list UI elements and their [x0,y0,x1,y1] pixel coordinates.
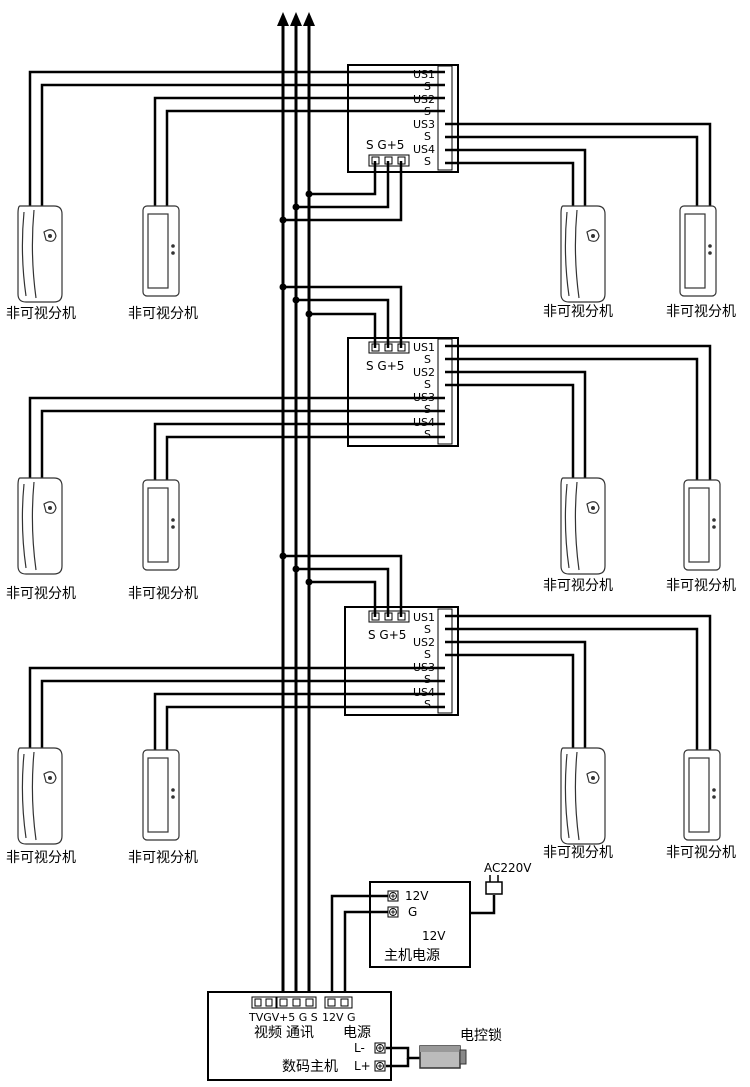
bus-label: S G+5 [366,359,404,373]
handset-icon [560,477,606,575]
svg-text:S: S [424,403,431,416]
handset-label: 非可视分机 [666,578,736,594]
handset-label: 非可视分机 [6,306,76,322]
lock-icon [419,1045,467,1069]
svg-text:S: S [424,428,431,441]
svg-text:US4: US4 [413,416,435,429]
svg-text:S: S [424,378,431,391]
power-supply-title: 12V [422,929,446,943]
arrow-up-icon [303,12,315,26]
svg-text:S: S [424,353,431,366]
handset-label: 非可视分机 [666,304,736,320]
bus-label: S G+5 [366,138,404,152]
handset-icon [17,477,63,575]
distributor-3: US1 S US2 S US3 S US4 S S G+5 [344,606,459,716]
svg-text:US2: US2 [413,93,435,106]
arrow-up-icon [290,12,302,26]
handset-icon [142,479,180,571]
svg-text:S: S [424,648,431,661]
trunk-bus [277,12,315,998]
handset-icon [17,205,63,303]
plug-icon [485,881,503,895]
svg-text:US4: US4 [413,686,435,699]
bus-label: S G+5 [368,628,406,642]
svg-text:G: G [408,905,417,919]
handset-icon [142,749,180,841]
ac-label: AC220V [484,861,532,875]
handset-label: 非可视分机 [543,845,613,861]
handset-icon [560,747,606,845]
distributor-1: US1 S US2 S US3 S US4 S S G+5 [347,64,459,173]
handset-icon [560,205,606,303]
svg-text:US4: US4 [413,143,435,156]
digital-host: TVGV +5 G S 12V G 视频 通讯 电源 L- L+ 数码主机 [207,991,392,1081]
svg-text:S: S [424,698,431,711]
svg-text:S: S [424,155,431,168]
arrow-up-icon [277,12,289,26]
svg-text:S: S [424,130,431,143]
lock-terminal: L- [354,1041,365,1055]
svg-text:US1: US1 [413,341,435,354]
handset-label: 非可视分机 [128,306,198,322]
svg-text:12V: 12V [405,889,429,903]
svg-text:US3: US3 [413,118,435,131]
handset-label: 非可视分机 [543,578,613,594]
handset-icon [142,205,180,297]
video-label: 视频 [254,1025,282,1041]
lock-terminal: L+ [354,1059,371,1073]
video-terminals: TVGV [248,1011,280,1024]
handset-label: 非可视分机 [6,850,76,866]
power-supply-title: 主机电源 [384,948,440,964]
power-terminals: 12V G [322,1011,356,1024]
handset-label: 非可视分机 [543,304,613,320]
distributor-2: US1 S US2 S US3 S US4 S S G+5 [347,337,459,447]
svg-text:US1: US1 [413,611,435,624]
handset-label: 非可视分机 [128,850,198,866]
handset-icon [679,205,717,297]
svg-text:S: S [424,80,431,93]
handset-label: 非可视分机 [666,845,736,861]
svg-text:S: S [424,673,431,686]
handset-icon [683,749,721,841]
power-label: 电源 [343,1025,371,1041]
handset-icon [683,479,721,571]
svg-text:US2: US2 [413,366,435,379]
lock-label: 电控锁 [460,1028,502,1044]
host-title: 数码主机 [282,1059,338,1075]
handset-icon [17,747,63,845]
handset-label: 非可视分机 [6,586,76,602]
svg-text:S: S [424,623,431,636]
comm-terminals: +5 G S [279,1011,318,1024]
handset-label: 非可视分机 [128,586,198,602]
comm-label: 通讯 [286,1025,314,1041]
svg-text:US2: US2 [413,636,435,649]
